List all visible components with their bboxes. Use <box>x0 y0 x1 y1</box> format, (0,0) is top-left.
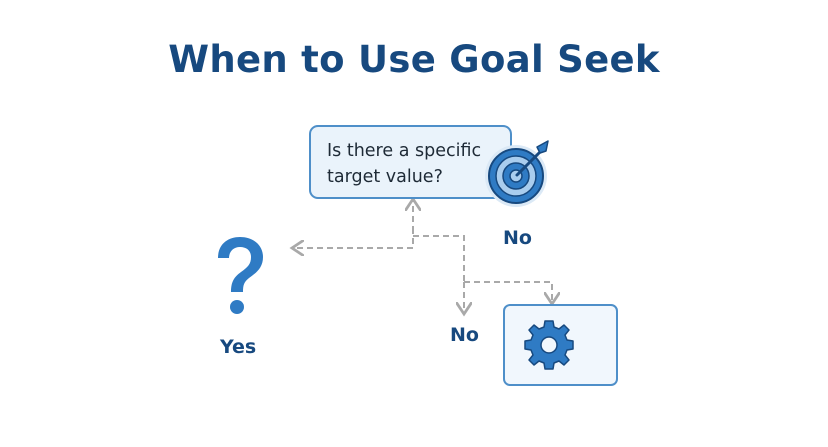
no-label-bottom: No <box>450 324 479 346</box>
page-title: When to Use Goal Seek <box>168 38 660 81</box>
connector-to-no-branch <box>413 235 465 282</box>
question-line-1: Is there a specific <box>327 141 482 161</box>
connector-to-yes <box>294 228 414 248</box>
question-box <box>309 125 512 199</box>
connector-to-gear <box>464 281 552 302</box>
question-mark-icon <box>218 237 263 314</box>
question-line-2: target value? <box>327 167 443 187</box>
gear-icon <box>524 320 574 370</box>
no-label-top: No <box>503 227 532 249</box>
yes-label: Yes <box>220 336 257 358</box>
question-text: Is there a specific target value? <box>327 138 502 190</box>
target-icon <box>485 140 549 207</box>
